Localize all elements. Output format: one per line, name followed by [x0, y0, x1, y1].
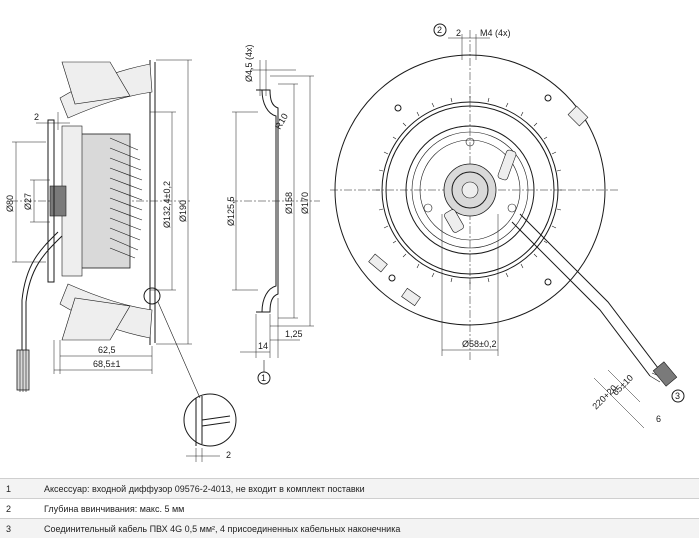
note-text: Глубина ввинчивания: макс. 5 мм — [44, 503, 185, 514]
note-row: 3 Соединительный кабель ПВХ 4G 0,5 мм², … — [0, 518, 699, 538]
dim-d4-5: Ø4,5 (4x) — [244, 44, 254, 82]
dim-d125-5: Ø125,5 — [226, 196, 236, 226]
dim-d80: Ø80 — [5, 195, 15, 212]
note-number: 3 — [6, 523, 12, 534]
note-text: Аксессуар: входной диффузор 09576-2-4013… — [44, 483, 365, 494]
dim-r10: R10 — [273, 112, 290, 131]
dim-d132: Ø132,4±0,2 — [162, 181, 172, 228]
dim-6: 6 — [656, 414, 661, 424]
dim-14: 14 — [258, 341, 268, 351]
dim-68-5: 68,5±1 — [93, 359, 120, 369]
dim-2-top: 2 — [34, 112, 39, 122]
side-view: 2 Ø80 Ø27 Ø132,4±0,2 Ø190 62,5 68,5±1 — [5, 59, 201, 399]
dim-d58: Ø58±0,2 — [462, 339, 496, 349]
dim-d190: Ø190 — [178, 200, 188, 222]
blade-ticks — [376, 96, 564, 284]
dim-d170: Ø170 — [300, 192, 310, 214]
detail-view: 2 — [183, 393, 237, 462]
callout-2: 2 — [437, 25, 442, 35]
notes-table: 1 Аксессуар: входной диффузор 09576-2-40… — [0, 478, 699, 538]
dim-top-2: 2 — [456, 28, 461, 38]
dim-1-25: 1,25 — [285, 329, 303, 339]
dim-m4: M4 (4x) — [480, 28, 511, 38]
note-text: Соединительный кабель ПВХ 4G 0,5 мм², 4 … — [44, 523, 401, 534]
dim-d158: Ø158 — [284, 192, 294, 214]
callout-3: 3 — [675, 391, 680, 401]
fan-technical-drawing: 2 Ø80 Ø27 Ø132,4±0,2 Ø190 62,5 68,5±1 — [5, 23, 685, 462]
profile-view: Ø4,5 (4x) R10 Ø125,5 Ø158 Ø170 14 1,25 1 — [226, 44, 320, 385]
callout-1: 1 — [261, 373, 266, 383]
dim-d27: Ø27 — [23, 193, 33, 210]
note-number: 2 — [6, 503, 12, 514]
detail-dim-2: 2 — [226, 450, 231, 460]
dim-62-5: 62,5 — [98, 345, 116, 355]
note-number: 1 — [6, 483, 12, 494]
note-row: 1 Аксессуар: входной диффузор 09576-2-40… — [0, 478, 699, 498]
front-view: 2 2 M4 (4x) Ø58±0,2 220+20 65±10 6 3 — [330, 23, 685, 429]
note-row: 2 Глубина ввинчивания: макс. 5 мм — [0, 498, 699, 518]
